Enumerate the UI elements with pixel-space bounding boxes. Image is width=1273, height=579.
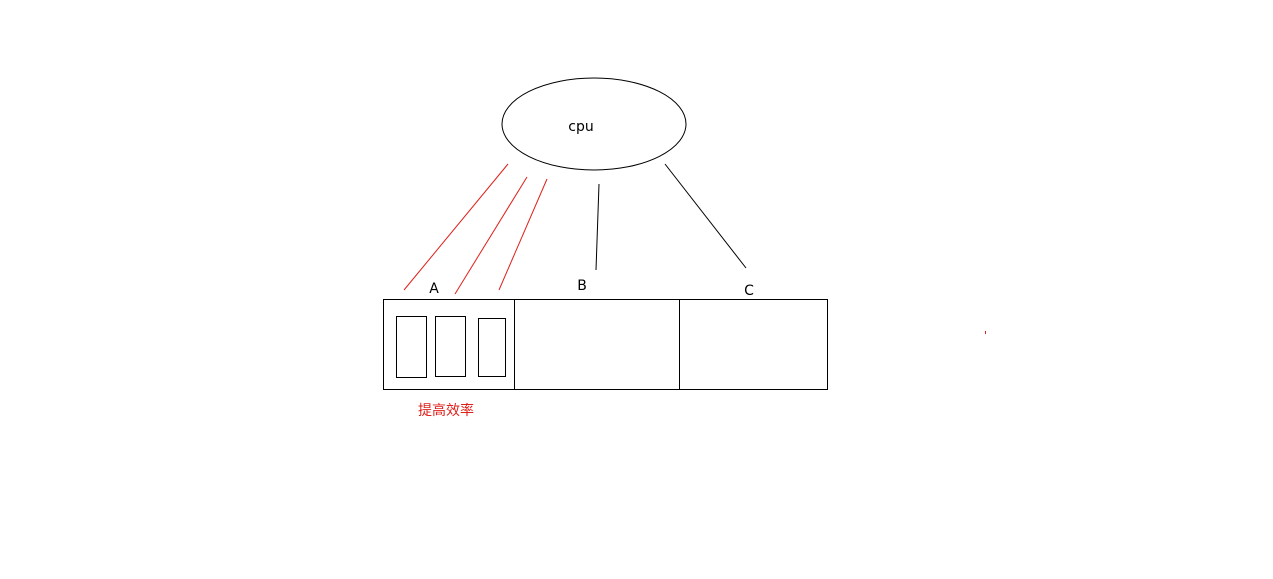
cpu-label: cpu: [568, 119, 593, 135]
segment-c-label: C: [744, 283, 754, 299]
sub-block-a-3: [478, 318, 506, 377]
efficiency-annotation: 提高效率: [418, 402, 474, 419]
connector-b: [595, 183, 600, 271]
sub-block-a-1: [396, 316, 427, 378]
cpu-node: [501, 77, 687, 171]
sub-block-a-2: [435, 316, 466, 377]
segment-b-box: [514, 299, 680, 390]
segment-c-box: [679, 299, 828, 390]
connector-a-3: [498, 178, 548, 291]
connector-c: [664, 163, 747, 269]
connector-a-1: [403, 163, 509, 291]
segment-b-label: B: [577, 278, 587, 294]
stray-mark: [985, 331, 986, 334]
connector-a-2: [454, 176, 528, 295]
segment-a-label: A: [429, 281, 439, 297]
